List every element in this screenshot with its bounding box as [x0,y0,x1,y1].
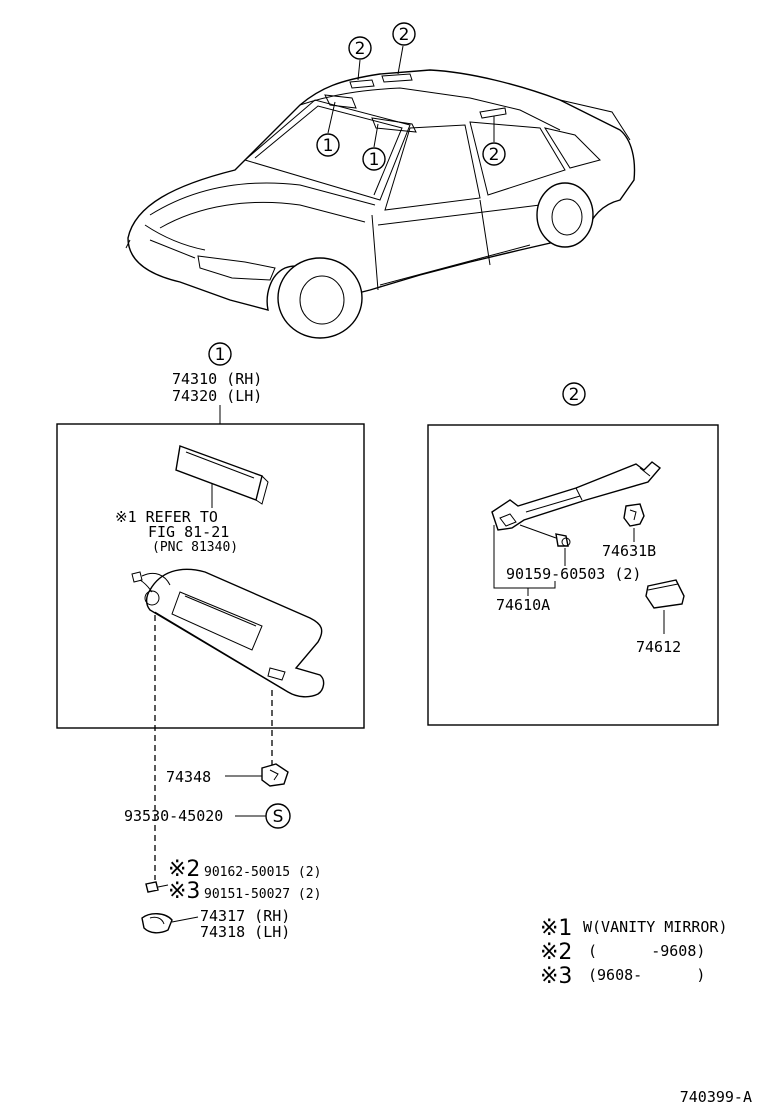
part-74318: 74318 (LH) [200,923,290,941]
label: 2 [489,145,500,165]
callout-1-visor-right: 1 [362,123,386,171]
part-74610a: 74610A [496,596,550,614]
callout-2-roof-right: 2 [392,22,416,75]
legend-mark-2: ※2 [540,940,572,965]
legend-mark-3: ※3 [540,964,572,989]
sun-visor-illustration [131,568,325,698]
label: 1 [215,345,226,365]
cap-illustration [645,579,685,609]
legend-mark-1: ※1 [540,916,572,941]
part-93530-group: 93530-45020 S [124,803,291,829]
part-74317: 74317 (RH) [200,907,290,925]
part-74631b: 74631B [602,542,656,560]
label: 1 [323,136,334,156]
note-pnc: (PNC 81340) [152,540,238,555]
section-1-box: ※1 REFER TO FIG 81-21 (PNC 81340) [56,423,365,729]
part-93530-45020: 93530-45020 [124,807,223,825]
callout-2-rear: 2 [482,116,506,166]
holder-group: 74317 (RH) 74318 (LH) [141,907,290,941]
callout-1-visor-left: 1 [316,101,340,157]
callout-2-roof-left: 2 [348,36,372,81]
screw-symbol-s: S [273,807,284,827]
section-1-header: 1 74310 (RH) 74320 (LH) [172,342,262,424]
label: 2 [399,25,410,45]
legend-text-3: (9608- ) [588,966,705,984]
vanity-mirror-illustration [175,445,269,508]
part-74612: 74612 [636,638,681,656]
part-74320: 74320 (LH) [172,387,262,405]
part-90159-60503: 90159-60503 (2) [506,565,641,583]
part-74310: 74310 (RH) [172,370,262,388]
note-fig: FIG 81-21 [148,523,229,541]
label: 1 [369,150,380,170]
assist-grip-illustration [491,461,662,531]
legend-text-2: ( -9608) [588,942,705,960]
figure-code: 740399-A [680,1088,752,1106]
part-90162-50015: 90162-50015 (2) [204,865,321,880]
label: 2 [355,39,366,59]
note-refer-to: ※1 REFER TO [115,508,218,526]
part-74348-group: 74348 [166,763,289,787]
clip-illustration [623,503,645,527]
part-74348: 74348 [166,768,211,786]
legend: ※1 W(VANITY MIRROR) ※2 ( -9608) ※3 (9608… [540,916,728,989]
legend-text-1: W(VANITY MIRROR) [583,918,728,936]
label: 2 [569,385,580,405]
bolt-illustration [519,524,571,547]
part-90151-50027: 90151-50027 (2) [204,887,321,902]
section-2-box: 90159-60503 (2) 74610A 74631B 74612 [427,424,719,726]
screw3-mark: ※3 [168,879,200,904]
screw-group: ※2 90162-50015 (2) ※3 90151-50027 (2) [145,857,321,904]
section-2-header: 2 [562,382,586,406]
car-illustration: 2 2 2 1 1 [125,22,636,339]
screw2-mark: ※2 [168,857,200,882]
